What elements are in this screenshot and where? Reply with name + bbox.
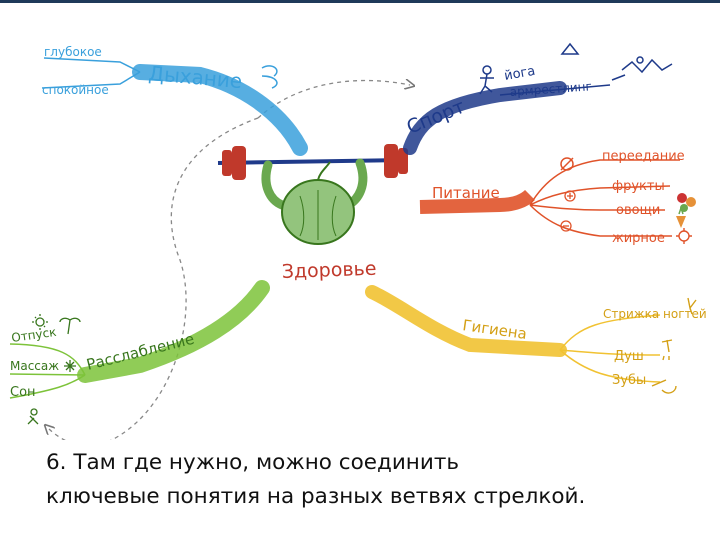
shower-icon [661, 339, 673, 361]
yoga-figure-icon [479, 65, 494, 95]
branch-sport [403, 81, 567, 155]
sleeping-figure-icon [27, 408, 39, 425]
weightlifter-icon [217, 144, 408, 245]
caption-line-2: ключевые понятия на разных ветвях стрелк… [46, 484, 586, 509]
hand-icon [687, 297, 697, 315]
top-border-line [0, 0, 720, 3]
mind-map-diagram: Здоровье Дыхание глубокое спокойное Спор… [9, 42, 707, 440]
arm-wrestling-icon [611, 56, 673, 81]
caption: 6. Там где нужно, можно соединить ключев… [46, 446, 706, 514]
wind-icon [261, 65, 278, 89]
dashed-arrow-left [48, 117, 259, 440]
branch-nutrition [419, 189, 535, 214]
vegetable-icon [676, 205, 686, 228]
minus-circle-icon [560, 220, 572, 232]
palm-tree-icon [59, 317, 81, 335]
sport-item-2: армрестлинг [509, 79, 592, 99]
nutrition-item-1: переедание [602, 149, 685, 164]
massage-icon [64, 360, 76, 372]
nutrition-item-2: фрукты [612, 179, 665, 194]
center-label: Здоровье [281, 258, 376, 283]
branch-label-nutrition: Питание [432, 184, 500, 202]
hygiene-item-2: Душ [614, 349, 644, 364]
branch-label-sport: Спорт [404, 96, 468, 139]
sun-icon [32, 314, 48, 330]
caption-line-1: 6. Там где нужно, можно соединить [46, 450, 460, 475]
hygiene-item-1: Стрижка ногтей [603, 307, 707, 321]
gear-icon [676, 228, 692, 244]
plus-circle-icon [564, 190, 576, 202]
relax-item-3: Сон [10, 385, 36, 400]
sport-item-1: йога [503, 64, 536, 84]
relax-item-2: Массаж [10, 359, 59, 373]
breathing-item-2: спокойное [42, 83, 109, 97]
nutrition-item-3: овощи [616, 203, 660, 218]
mountain-icon [560, 42, 580, 55]
minus-circle-icon [560, 157, 574, 171]
branch-relax [77, 280, 270, 383]
branch-breathing [132, 64, 308, 156]
toothbrush-icon [651, 379, 677, 394]
nutrition-item-4: жирное [612, 231, 665, 246]
branch-hygiene [365, 285, 567, 357]
branch-label-breathing: Дыхание [148, 61, 244, 93]
hygiene-item-3: Зубы [612, 373, 646, 388]
breathing-item-1: глубокое [44, 45, 102, 59]
relax-item-1: Отпуск [10, 325, 57, 345]
